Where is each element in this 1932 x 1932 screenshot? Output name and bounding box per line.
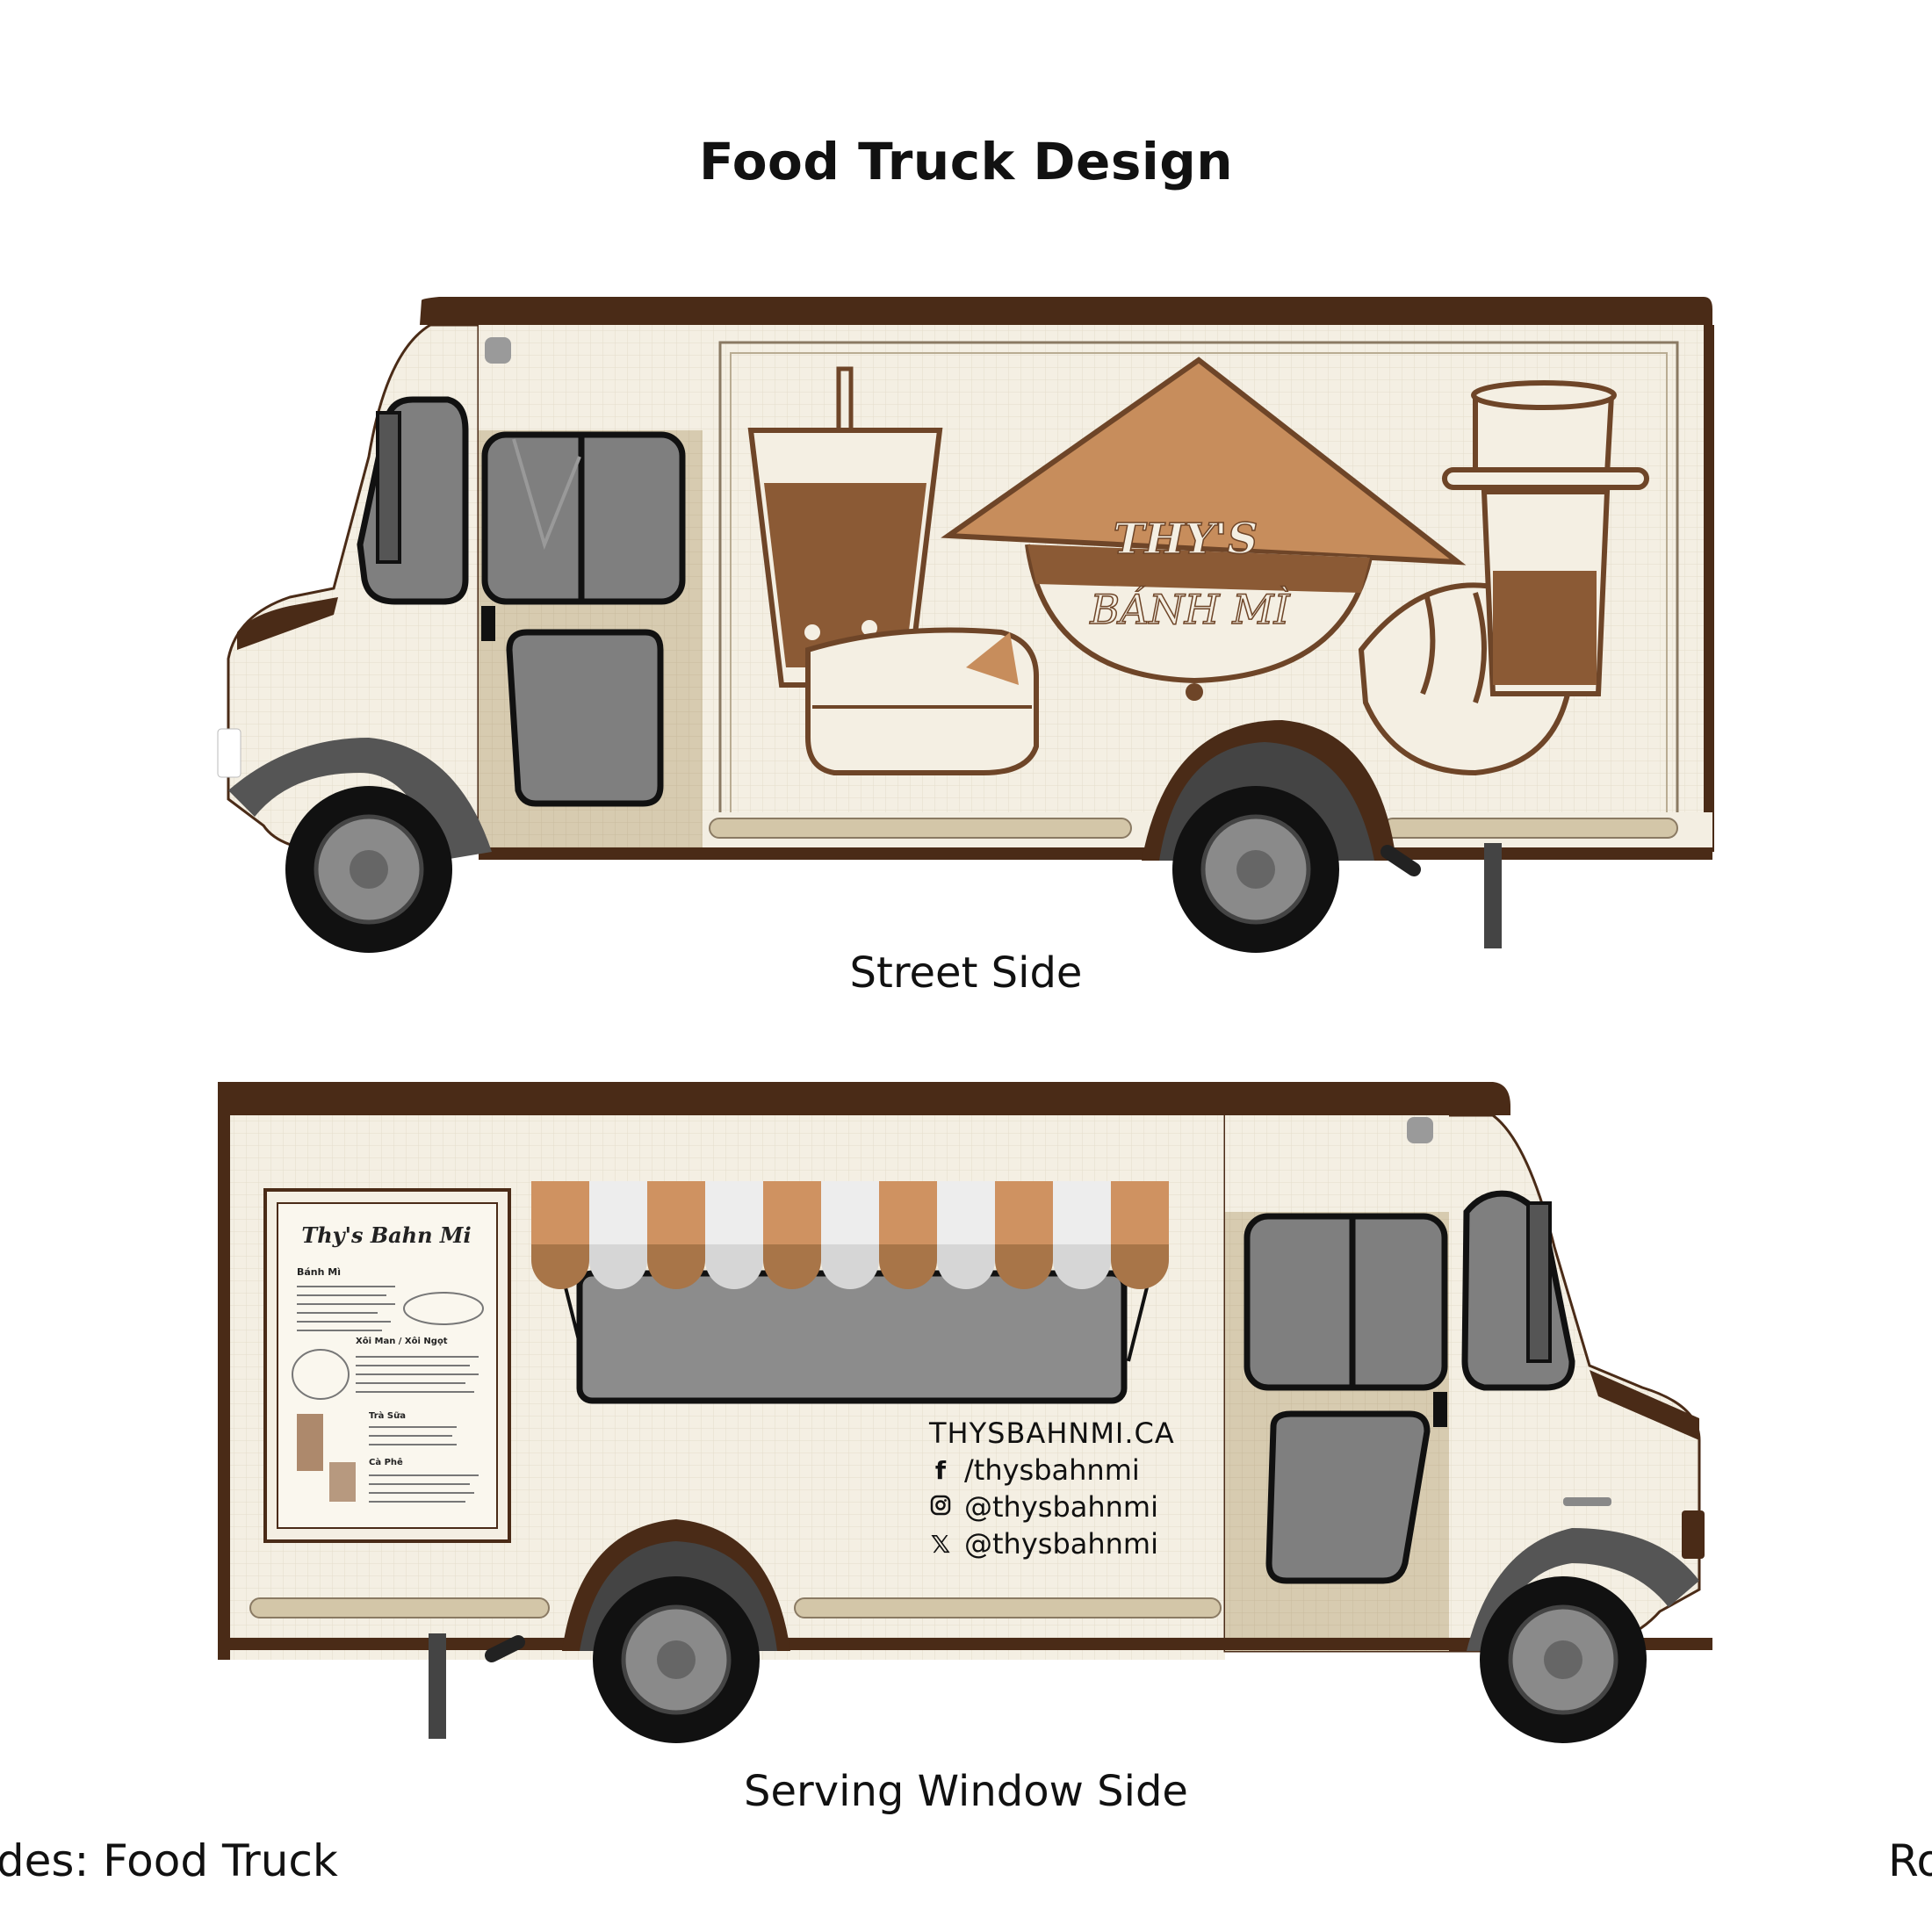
street-side-truck: THY'S BÁNH MÌ — [217, 297, 1714, 953]
page-title: Food Truck Design — [698, 132, 1234, 191]
menu-section-ca-phe: Cà Phê — [369, 1457, 403, 1467]
instagram-row: @thysbahnmi — [929, 1490, 1175, 1524]
facebook-handle: /thysbahnmi — [964, 1453, 1140, 1487]
logo-line1: THY'S — [1114, 515, 1258, 564]
instagram-handle: @thysbahnmi — [964, 1490, 1158, 1524]
menu-section-banh-mi: Bánh Mì — [297, 1266, 341, 1278]
street-side-caption: Street Side — [849, 948, 1083, 998]
front-wheel — [285, 786, 452, 953]
serving-window-side-truck: Thy's Bahn Mi Bánh Mì Xôi Man / Xôi Ngọt… — [218, 1082, 1712, 1743]
logo-line2: BÁNH MÌ — [1089, 585, 1290, 633]
facebook-icon: f — [934, 1455, 947, 1485]
menu-title: Thy's Bahn Mi — [301, 1222, 471, 1248]
instagram-icon — [929, 1493, 952, 1522]
facebook-row: f /thysbahnmi — [929, 1453, 1175, 1487]
contact-block: THYSBAHNMI.CA f /thysbahnmi @thysbahnmi … — [929, 1417, 1175, 1561]
rear-wheel — [1172, 786, 1339, 953]
rear-wheel — [593, 1576, 760, 1743]
coffee-filter-illustration — [1442, 380, 1649, 696]
banh-mi-illustration — [805, 627, 1039, 775]
x-row: 𝕏 @thysbahnmi — [929, 1527, 1175, 1561]
footer-right-text: Ro — [1888, 1835, 1932, 1886]
menu-section-xoi: Xôi Man / Xôi Ngọt — [356, 1336, 448, 1346]
awning — [531, 1181, 1169, 1289]
serving-window — [560, 1270, 1152, 1404]
website-text: THYSBAHNMI.CA — [929, 1417, 1175, 1450]
front-wheel — [1480, 1576, 1647, 1743]
x-icon: 𝕏 — [930, 1529, 951, 1559]
menu-section-tra-sua: Trà Sữa — [369, 1410, 406, 1421]
footer-left-text: ides: Food Truck — [0, 1835, 338, 1886]
menu-board: Thy's Bahn Mi Bánh Mì Xôi Man / Xôi Ngọt… — [263, 1188, 511, 1543]
serving-window-side-caption: Serving Window Side — [744, 1767, 1188, 1816]
x-handle: @thysbahnmi — [964, 1527, 1158, 1561]
conical-hat-logo: THY'S BÁNH MÌ — [941, 357, 1467, 701]
